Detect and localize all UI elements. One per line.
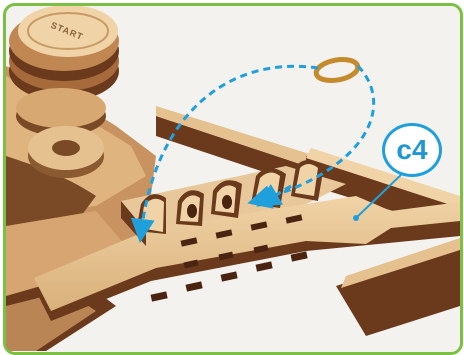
rubber-band-icon: [315, 57, 360, 84]
start-cylinder: [9, 6, 119, 101]
diagram-frame: START c4: [3, 3, 463, 355]
assembly-illustration: [6, 6, 460, 352]
part-label-badge: c4: [382, 123, 442, 177]
callout-anchor-dot: [353, 215, 359, 221]
